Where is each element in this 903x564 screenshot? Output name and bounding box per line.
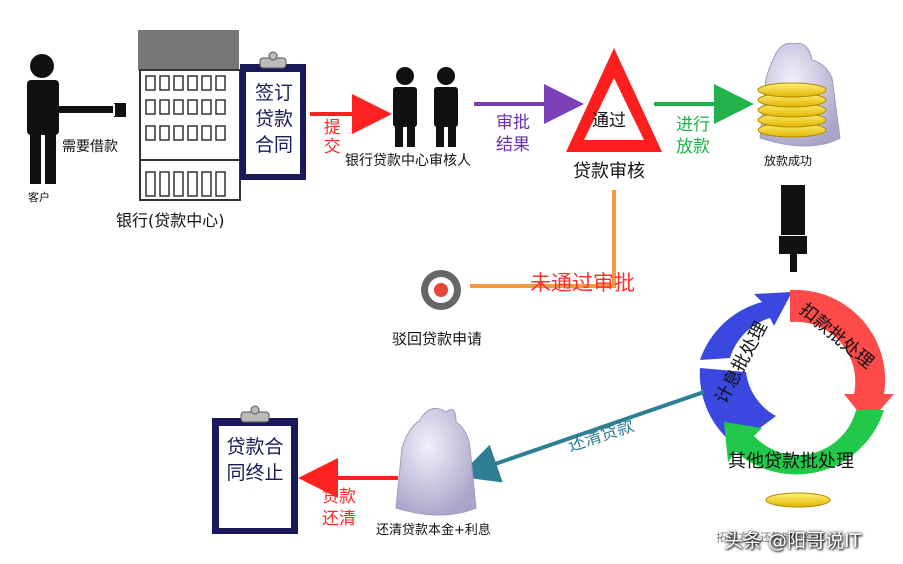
passed-label: 通过 <box>592 112 626 131</box>
approval-result-label: 审批结果 <box>496 112 536 156</box>
reject-target-icon <box>421 270 461 310</box>
cycle-other-label: 其他贷款批处理 <box>728 452 854 472</box>
reject-label: 驳回贷款申请 <box>392 331 482 348</box>
need-loan-label: 需要借款 <box>62 140 118 155</box>
bank-label: 银行(贷款中心) <box>116 212 225 230</box>
sign-contract-label: 签订贷款合同 <box>248 80 300 158</box>
money-bag-coins-icon <box>758 43 840 146</box>
bottom-coin-icon <box>766 493 830 507</box>
loan-success-label: 放款成功 <box>764 155 812 168</box>
reviewers-label: 银行贷款中心审核人 <box>345 154 471 169</box>
submit-label: 提交 <box>320 118 339 156</box>
review-triangle-icon <box>566 48 662 152</box>
loan-review-label: 贷款审核 <box>573 162 645 182</box>
reviewers-figure <box>393 67 458 147</box>
watermark-text: 头条 @阳哥说IT <box>724 526 861 553</box>
loan-repaid-label: 贷款还清 <box>322 486 362 530</box>
not-passed-label: 未通过审批 <box>530 272 635 295</box>
customer-label: 客户 <box>28 192 50 204</box>
proceed-loan-label: 进行放款 <box>676 114 716 158</box>
money-bag-icon <box>396 408 476 515</box>
pointing-hand-down-icon <box>779 185 807 272</box>
bank-building-icon <box>138 30 240 200</box>
principal-interest-label: 还清贷款本金+利息 <box>376 524 491 538</box>
contract-end-label: 贷款合同终止 <box>225 434 285 486</box>
customer-figure <box>27 54 126 184</box>
